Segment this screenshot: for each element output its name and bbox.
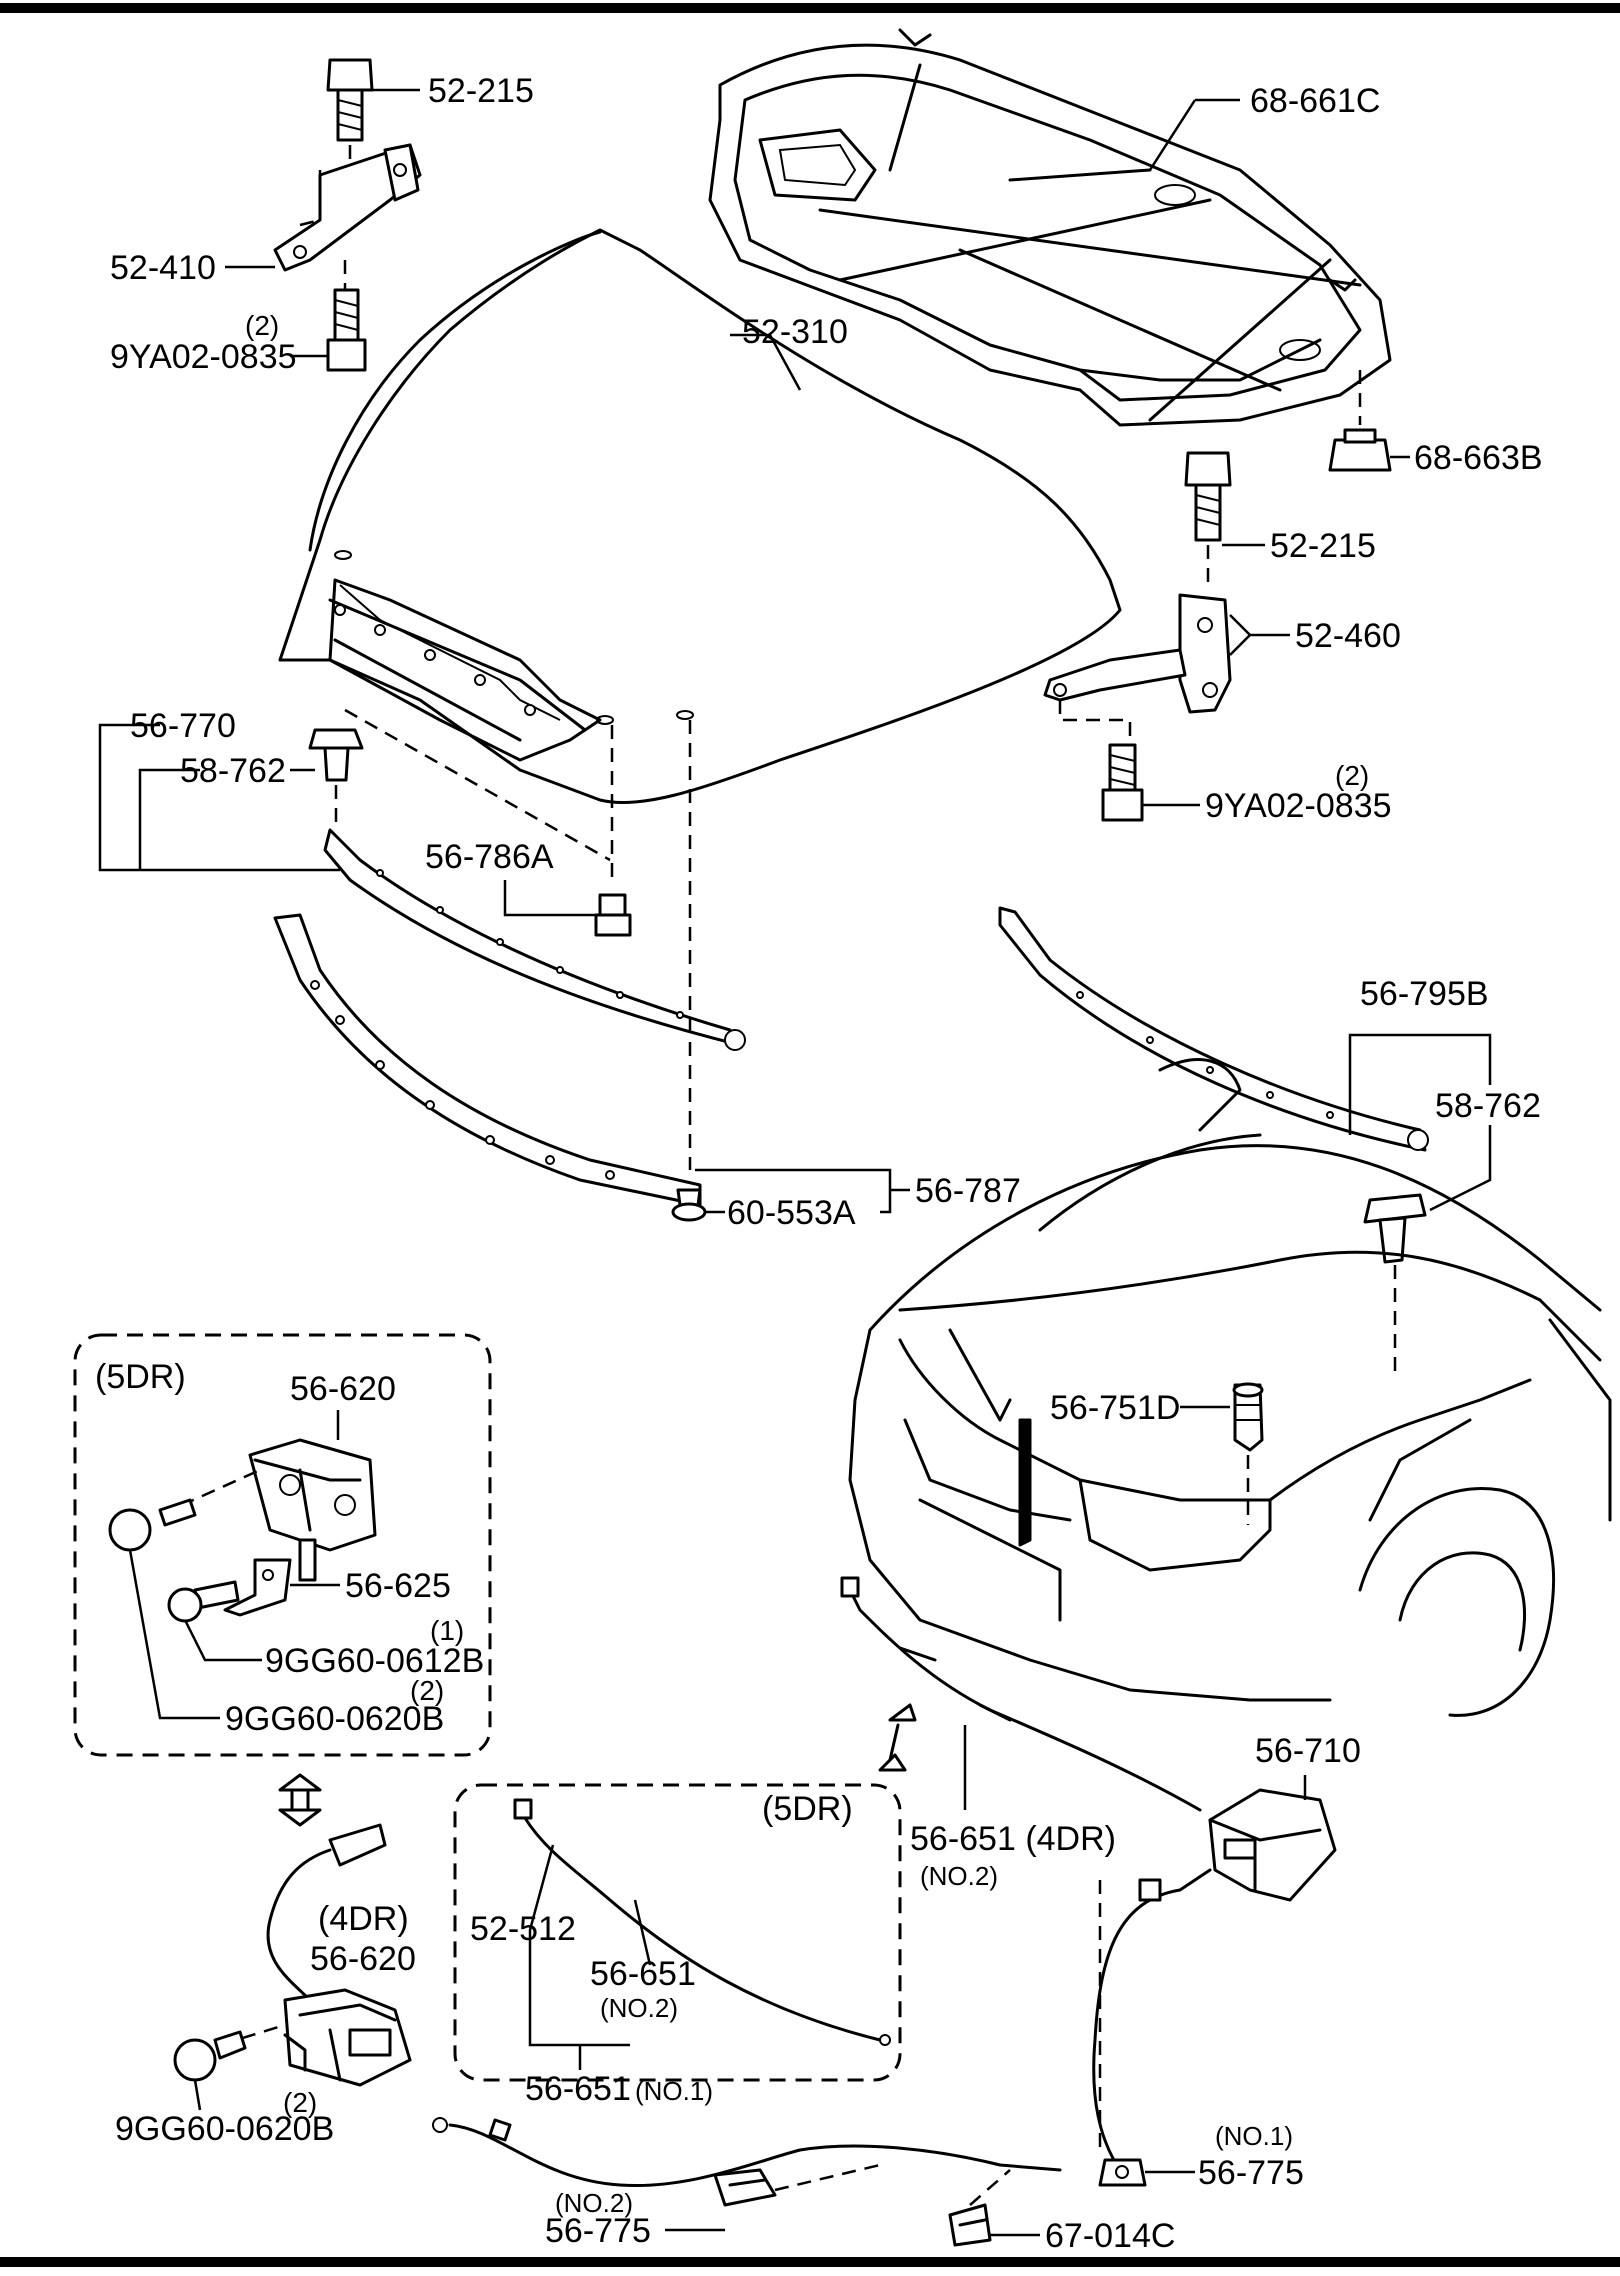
qty-9gg60-4dr: (2) (283, 2087, 317, 2118)
latch-56-620-4dr (266, 1823, 412, 2087)
qty-9gg60-0612b: (1) (430, 1615, 464, 1646)
label-52-215-top: 52-215 (428, 72, 534, 110)
seal-56-795b (998, 906, 1429, 1152)
label-67-014c: 67-014C (1045, 2217, 1175, 2255)
label-56-625: 56-625 (345, 1567, 451, 1605)
swap-arrow-left-icon (278, 1773, 322, 1827)
label-5dr-cable-variant: (5DR) (762, 1790, 853, 1828)
label-no2-tag: (NO.2) (555, 2188, 633, 2218)
label-60-553a: 60-553A (727, 1194, 856, 1232)
label-52-410: 52-410 (110, 249, 216, 287)
label-52-310: 52-310 (742, 313, 848, 351)
label-9gg60-0620b: 9GG60-0620B (225, 1700, 444, 1738)
clip-58-762-left (308, 728, 364, 782)
main-cable (432, 1868, 1212, 2188)
label-9gg60-0620b-4dr: 9GG60-0620B (115, 2110, 334, 2148)
label-56-651-5dr: 56-651 (590, 1955, 696, 1993)
hinge-52-460 (1043, 593, 1232, 740)
bolt-52-215-top (326, 58, 374, 142)
label-68-663b: 68-663B (1414, 439, 1543, 477)
label-56-751d: 56-751D (1050, 1389, 1180, 1427)
label-56-787: 56-787 (915, 1172, 1021, 1210)
bracket-56-770 (98, 723, 340, 872)
label-68-661c: 68-661C (1250, 82, 1380, 120)
bracket-56-625 (223, 1558, 292, 1617)
label-9gg60-0612b: 9GG60-0612B (265, 1642, 484, 1680)
clip-56-775-left (713, 2168, 777, 2207)
hood-insulator (708, 28, 1392, 427)
label-56-770: 56-770 (130, 707, 236, 745)
leader-68-661c (1148, 99, 1197, 171)
hood-panel (278, 228, 1122, 805)
label-56-620-4dr: 56-620 (310, 1940, 416, 1978)
qty-9ya02-left: (2) (245, 310, 279, 341)
label-56-710: 56-710 (1255, 1732, 1361, 1770)
label-58-762-left: 58-762 (180, 752, 286, 790)
label-56-775-left: 56-775 (545, 2212, 651, 2250)
bolt-9ya02-0835-right (1101, 743, 1144, 822)
bolt-52-215-right (1184, 451, 1232, 542)
label-56-795b: 56-795B (1360, 975, 1489, 1013)
clip-68-663b (1328, 370, 1392, 472)
label-56-775-right: 56-775 (1198, 2154, 1304, 2192)
latch-56-620-5dr (248, 1438, 377, 1582)
label-no1-tag: (NO.1) (1215, 2121, 1293, 2151)
label-56-786a: 56-786A (425, 838, 554, 876)
bolt-9gg60-0612b (167, 1580, 240, 1623)
bolt-9gg60-0620b-4dr (173, 2030, 247, 2082)
label-56-651-4dr-no2: (NO.2) (920, 1861, 998, 1891)
stay-56-751d (1232, 1382, 1264, 1452)
bolt-9ya02-0835-left (326, 288, 367, 372)
label-56-620-5dr: 56-620 (290, 1370, 396, 1408)
page-frame (0, 3, 1620, 2267)
label-58-762-right: 58-762 (1435, 1087, 1541, 1125)
label-56-651-5dr-no2: (NO.2) (600, 1993, 678, 2023)
label-5dr-latch-variant: (5DR) (95, 1358, 186, 1396)
qty-9gg60-0620b: (2) (410, 1675, 444, 1706)
clip-58-762-right (1363, 1193, 1427, 1264)
seal-upper-left (323, 828, 746, 1051)
label-56-651-5dr-no1-tag: (NO.1) (635, 2076, 713, 2106)
clip-60-553a (671, 1188, 707, 1222)
bolt-9gg60-0620b-5dr (108, 1498, 197, 1552)
clip-56-775-right (1098, 2158, 1147, 2187)
label-56-651-4dr: 56-651 (4DR) (910, 1820, 1116, 1858)
hinge-52-410 (273, 143, 422, 272)
car-front (848, 1058, 1612, 1717)
bumper-56-786a (344, 708, 632, 937)
release-handle-56-710 (1208, 1788, 1337, 1902)
label-52-215-right: 52-215 (1270, 527, 1376, 565)
seal-56-787 (273, 913, 702, 1207)
label-52-460: 52-460 (1295, 617, 1401, 655)
clip-67-014c (948, 2203, 992, 2247)
swap-arrow-icon (878, 1703, 917, 1772)
label-56-651-5dr-no1: 56-651 (525, 2070, 631, 2108)
label-9ya02-0835-right: 9YA02-0835 (1205, 787, 1392, 825)
variant-box-5dr-cable (453, 1783, 902, 2082)
label-4dr-latch-variant: (4DR) (318, 1900, 409, 1938)
cable-4dr (840, 1576, 1202, 1812)
qty-9ya02-right: (2) (1335, 760, 1369, 791)
label-52-512: 52-512 (470, 1910, 576, 1948)
label-9ya02-0835-left: 9YA02-0835 (110, 338, 297, 376)
variant-box-5dr-latch (73, 1333, 492, 1757)
